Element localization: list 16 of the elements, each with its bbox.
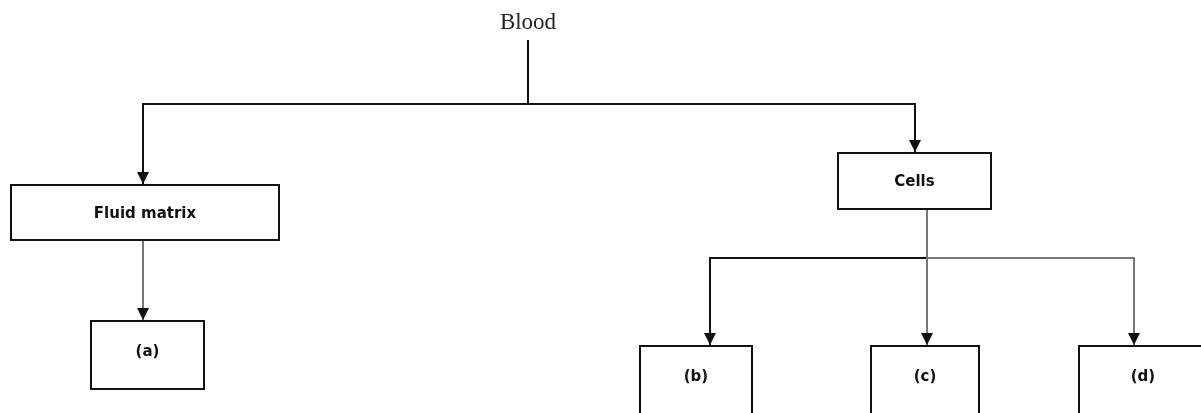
process-box	[639, 345, 753, 413]
box-label: (b)	[683, 367, 709, 385]
arrow	[926, 209, 1140, 346]
process-box	[870, 345, 980, 413]
process-box	[90, 320, 205, 390]
arrow	[137, 240, 149, 321]
process-box	[10, 184, 280, 241]
box-label: (a)	[135, 342, 160, 360]
box-label: Cells	[894, 172, 935, 190]
box-label: (d)	[1130, 367, 1156, 385]
process-box	[837, 152, 992, 210]
arrow	[527, 39, 921, 153]
box-label: Fluid matrix	[93, 203, 197, 222]
root-label: Blood	[499, 9, 557, 35]
process-box	[1078, 345, 1201, 413]
box-label: (c)	[913, 367, 937, 385]
